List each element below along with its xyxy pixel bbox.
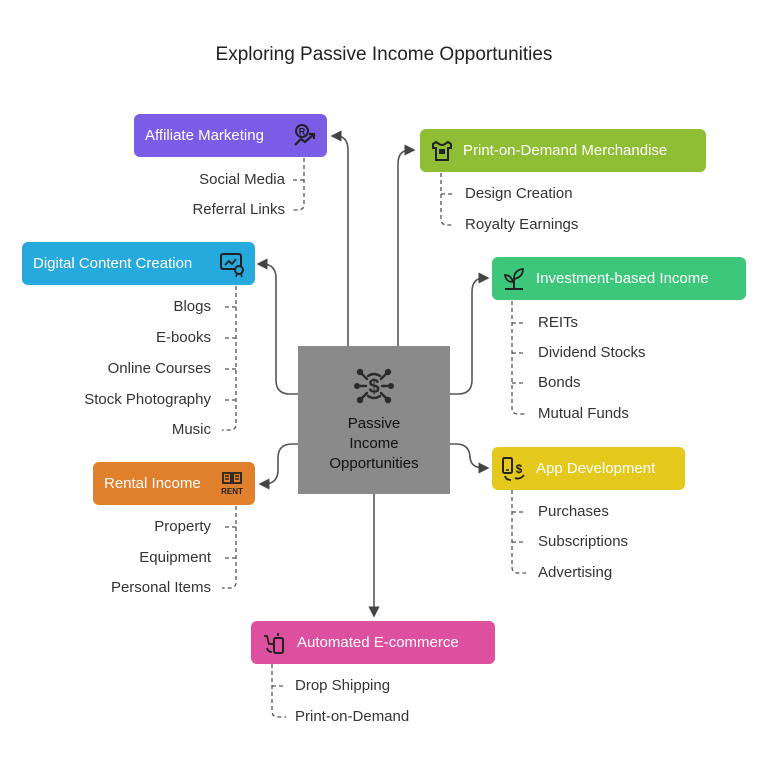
svg-text:$: $ [368,376,379,398]
digital-content-icon [220,253,244,277]
list-item: Royalty Earnings [465,216,579,233]
list-item: Dividend Stocks [538,344,646,361]
node-label: Automated E-commerce [297,634,459,651]
center-label-line: Passive [347,415,401,432]
svg-text:$: $ [516,462,523,476]
node-digital-content-creation: Digital Content Creation [22,242,255,285]
list-item: Referral Links [192,201,285,218]
list-item: Social Media [199,171,285,188]
link-rental [258,443,298,490]
list-item: Music [171,421,211,438]
link-print [397,144,416,346]
node-label: Rental Income [104,475,201,492]
node-label: Investment-based Income [536,270,709,287]
rent-building-icon: RENT [221,472,243,496]
node-affiliate-marketing: Affiliate Marketing R [134,114,327,157]
list-item: Blogs [173,298,211,315]
plant-growth-icon [503,267,524,290]
diagram-title: Exploring Passive Income Opportunities [215,44,553,65]
list-item: Drop Shipping [295,677,391,694]
svg-text:RENT: RENT [221,487,243,496]
list-item: Bonds [538,374,581,391]
tshirt-print-icon [432,140,452,161]
link-investment [450,272,490,395]
list-item: Equipment [139,549,211,566]
list-item: Personal Items [110,579,211,596]
node-rental-income: Rental Income RENT [93,462,255,505]
link-affiliate [330,130,349,346]
link-app [450,443,490,474]
center-label-line: Opportunities [329,455,419,472]
affiliate-growth-icon: R [294,124,316,146]
list-item: Print-on-Demand [295,708,410,725]
list-item: REITs [538,314,579,331]
list-item: Design Creation [465,185,573,202]
node-automated-e-commerce: Automated E-commerce [251,621,495,664]
center-label: Passive Income Opportunities [298,414,450,474]
ecommerce-icon [264,633,284,654]
list-item: Stock Photography [84,391,211,408]
node-label: Print-on-Demand Merchandise [463,142,668,159]
app-money-icon: $ [502,457,525,481]
network-dollar-icon: $ [354,368,394,404]
center-label-line: Income [349,435,399,452]
node-app-development: $ App Development [492,447,685,490]
node-print-on-demand-merchandise: Print-on-Demand Merchandise [420,129,706,172]
svg-text:R: R [299,127,306,137]
list-item: Mutual Funds [538,405,629,422]
node-investment-based-income: Investment-based Income [492,257,746,300]
node-label: Digital Content Creation [33,255,193,272]
center-node: $ Passive Income Opportunities [298,346,450,494]
node-label: Affiliate Marketing [145,127,264,144]
list-item: Advertising [538,564,613,581]
node-label: App Development [536,460,656,477]
list-item: Purchases [538,503,609,520]
list-item: Subscriptions [538,533,629,550]
link-digital [256,258,298,395]
list-item: E-books [155,329,211,346]
list-item: Online Courses [107,360,211,377]
list-item: Property [154,518,211,535]
